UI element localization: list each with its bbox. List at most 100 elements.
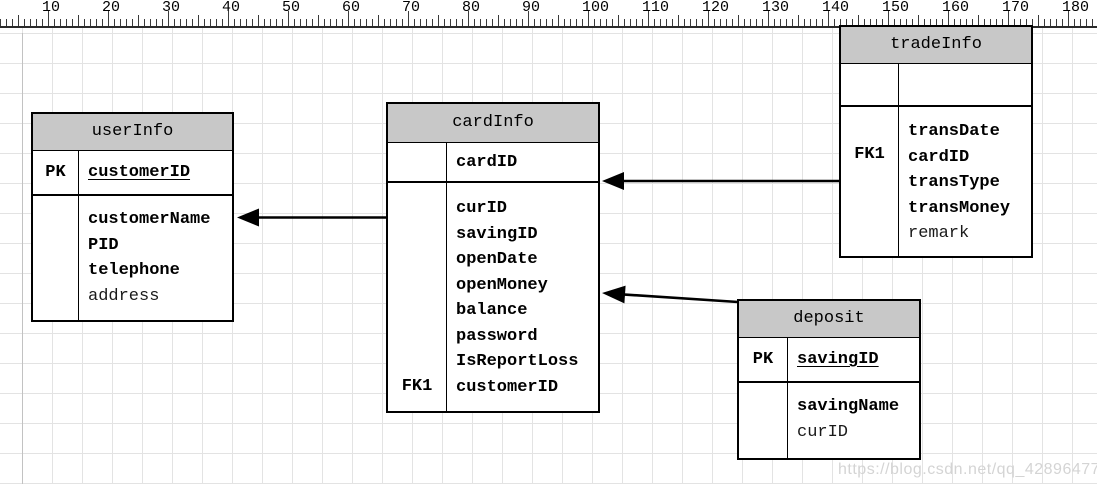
ruler-tick <box>294 19 295 26</box>
ruler-tick <box>552 19 553 26</box>
ruler-tick <box>462 19 463 26</box>
ruler-tick <box>318 15 319 26</box>
ruler-tick <box>438 15 439 26</box>
ruler-tick <box>510 19 511 26</box>
ruler-tick <box>558 15 559 26</box>
ruler-tick <box>942 19 943 26</box>
ruler-tick <box>684 19 685 26</box>
ruler-tick <box>810 19 811 26</box>
ruler-tick <box>756 19 757 26</box>
ruler-label: 30 <box>162 0 181 16</box>
ruler-label: 170 <box>1002 0 1030 16</box>
attribute: savingName <box>797 397 900 416</box>
userinfo-pk-row: PK customerID <box>33 151 232 196</box>
userinfo-attr-row: customerName PID telephone address <box>33 196 232 320</box>
ruler-tick <box>786 19 787 26</box>
ruler-tick <box>1002 19 1003 26</box>
cardinfo-pk-label <box>388 143 447 181</box>
ruler-tick <box>306 19 307 26</box>
ruler-tick <box>924 19 925 26</box>
ruler-label: 80 <box>462 0 481 16</box>
entity-tradeinfo[interactable]: tradeInfo FK1 transDate cardID transType… <box>839 25 1033 258</box>
ruler-tick <box>54 19 55 26</box>
attribute: password <box>456 326 538 346</box>
ruler-tick <box>192 19 193 26</box>
entity-cardinfo[interactable]: cardInfo cardID FK1 curID savingID openD… <box>386 102 600 413</box>
entity-userinfo[interactable]: userInfo PK customerID customerName PID … <box>31 112 234 322</box>
ruler-tick <box>948 11 949 26</box>
attribute: IsReportLoss <box>456 352 579 371</box>
ruler-tick <box>420 19 421 26</box>
attribute: openDate <box>456 250 538 269</box>
ruler-tick <box>906 19 907 26</box>
ruler-label: 180 <box>1062 0 1090 16</box>
ruler-tick <box>102 19 103 26</box>
attribute: address <box>88 286 160 306</box>
attribute: customerID <box>456 377 559 397</box>
ruler-tick <box>798 15 799 26</box>
ruler-tick <box>750 19 751 26</box>
ruler-tick <box>384 19 385 26</box>
ruler-tick <box>330 19 331 26</box>
ruler-tick <box>0 19 1 26</box>
ruler-tick <box>660 19 661 26</box>
ruler-tick <box>666 19 667 26</box>
ruler-tick <box>468 11 469 26</box>
deposit-key-field: savingID <box>797 350 879 369</box>
cardinfo-pk-row: cardID <box>388 143 598 183</box>
ruler-tick <box>480 19 481 26</box>
ruler-tick <box>456 19 457 26</box>
ruler-tick <box>414 19 415 26</box>
ruler-tick <box>1020 19 1021 26</box>
attribute: remark <box>908 224 970 243</box>
ruler-tick <box>90 19 91 26</box>
ruler-tick <box>450 19 451 26</box>
ruler-tick <box>606 19 607 26</box>
ruler-tick <box>828 11 829 26</box>
ruler-tick <box>894 19 895 26</box>
page-left-edge-line <box>22 33 23 484</box>
ruler-label: 20 <box>102 0 121 16</box>
ruler-tick <box>114 19 115 26</box>
ruler-tick <box>540 19 541 26</box>
ruler-tick <box>174 19 175 26</box>
ruler-tick <box>816 19 817 26</box>
ruler-tick <box>156 19 157 26</box>
ruler-label: 140 <box>822 0 850 16</box>
ruler-tick <box>792 19 793 26</box>
ruler-tick <box>720 19 721 26</box>
ruler-tick <box>186 19 187 26</box>
ruler-tick <box>546 19 547 26</box>
ruler-tick <box>504 19 505 26</box>
cardinfo-attr-row: FK1 curID savingID openDate openMoney ba… <box>388 183 598 411</box>
ruler-tick <box>522 19 523 26</box>
ruler-tick <box>408 11 409 26</box>
deposit-attr-row: savingName curID <box>739 383 919 458</box>
ruler-tick <box>222 19 223 26</box>
ruler-label: 10 <box>42 0 61 16</box>
ruler-tick <box>402 19 403 26</box>
ruler-tick <box>138 15 139 26</box>
ruler-tick <box>264 19 265 26</box>
ruler-tick <box>276 19 277 26</box>
ruler-tick <box>78 15 79 26</box>
ruler-tick <box>636 19 637 26</box>
ruler-tick <box>714 19 715 26</box>
ruler-tick <box>600 19 601 26</box>
ruler-label: 100 <box>582 0 610 16</box>
ruler-label: 150 <box>882 0 910 16</box>
ruler-tick <box>594 19 595 26</box>
ruler-tick <box>270 19 271 26</box>
ruler-tick <box>678 15 679 26</box>
ruler-tick <box>1026 19 1027 26</box>
ruler-tick <box>1038 15 1039 26</box>
ruler-tick <box>228 11 229 26</box>
ruler-tick <box>396 19 397 26</box>
ruler-tick <box>996 19 997 26</box>
entity-deposit[interactable]: deposit PK savingID savingName curID <box>737 299 921 460</box>
ruler-tick <box>1080 19 1081 26</box>
ruler-tick <box>1062 19 1063 26</box>
ruler-tick <box>168 11 169 26</box>
cardinfo-fk-label: FK1 <box>388 183 447 411</box>
